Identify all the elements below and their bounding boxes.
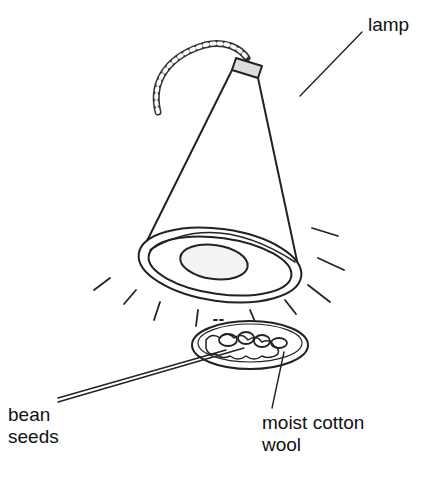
leader-lines <box>58 32 362 408</box>
cable <box>156 43 247 112</box>
lamp-label: lamp <box>368 14 428 36</box>
bean-seeds <box>219 332 287 348</box>
cotton-wool-label: moist cotton wool <box>262 412 387 456</box>
bean-seeds-label: bean seeds <box>8 404 80 448</box>
light-rays <box>94 228 344 326</box>
cable-pattern <box>156 43 247 112</box>
lamp-cap <box>232 58 262 78</box>
lamp-rim <box>134 218 306 312</box>
dish <box>192 321 308 369</box>
bulb <box>178 240 250 283</box>
shade-shading <box>150 233 295 262</box>
lamp-inner-rim <box>145 228 295 303</box>
